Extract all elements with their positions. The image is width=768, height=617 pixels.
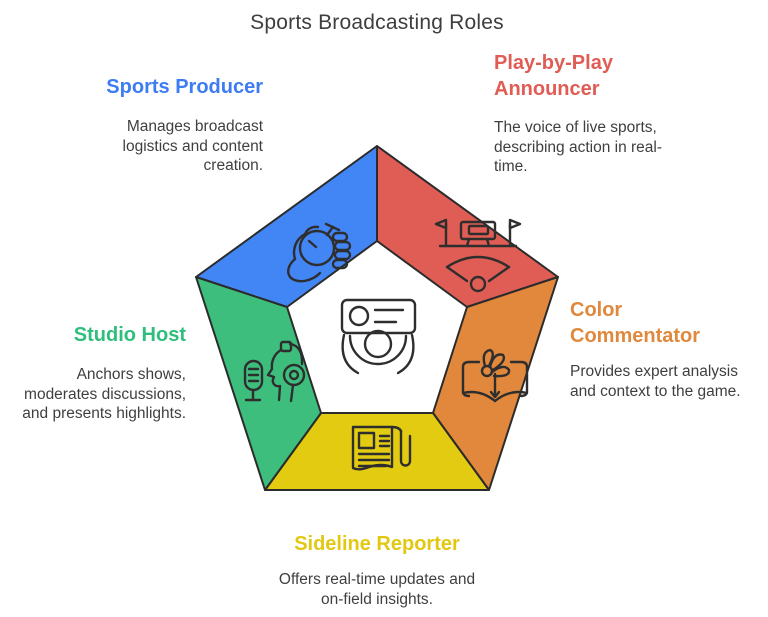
segment-studio-host	[195, 276, 322, 491]
role-sports-producer: Sports Producer Manages broadcast logist…	[53, 74, 263, 176]
role-sideline-reporter: Sideline Reporter Offers real-time updat…	[0, 531, 754, 609]
stadium-announcer-icon	[434, 218, 522, 293]
role-description-studio-host: Anchors shows, moderates discussions, an…	[22, 366, 186, 422]
role-label-studio-host: Studio Host	[73, 324, 186, 346]
role-label-sports-producer: Sports Producer	[106, 76, 263, 98]
stopwatch-hand-icon	[287, 222, 352, 283]
newspaper-icon	[351, 425, 412, 471]
page-title: Sports Broadcasting Roles	[250, 11, 504, 34]
book-shuttlecock-icon	[461, 348, 529, 403]
role-label-play-by-play-announcer: Play-by-Play Announcer	[494, 52, 613, 100]
microphone-headphones-icon	[243, 340, 306, 403]
role-play-by-play-announcer: Play-by-Play Announcer The voice of live…	[494, 50, 699, 177]
role-description-sports-producer: Manages broadcast logistics and content …	[122, 118, 263, 174]
role-description-play-by-play-announcer: The voice of live sports, describing act…	[494, 119, 663, 175]
role-studio-host: Studio Host Anchors shows, moderates dis…	[8, 322, 186, 424]
role-description-sideline-reporter: Offers real-time updates and on-field in…	[278, 571, 476, 608]
role-label-color-commentator: Color Commentator	[570, 299, 701, 347]
role-description-color-commentator: Provides expert analysis and context to …	[570, 363, 741, 400]
role-label-sideline-reporter: Sideline Reporter	[294, 533, 460, 555]
role-color-commentator: Color Commentator Provides expert analys…	[570, 297, 768, 401]
video-camera-icon	[340, 298, 417, 375]
